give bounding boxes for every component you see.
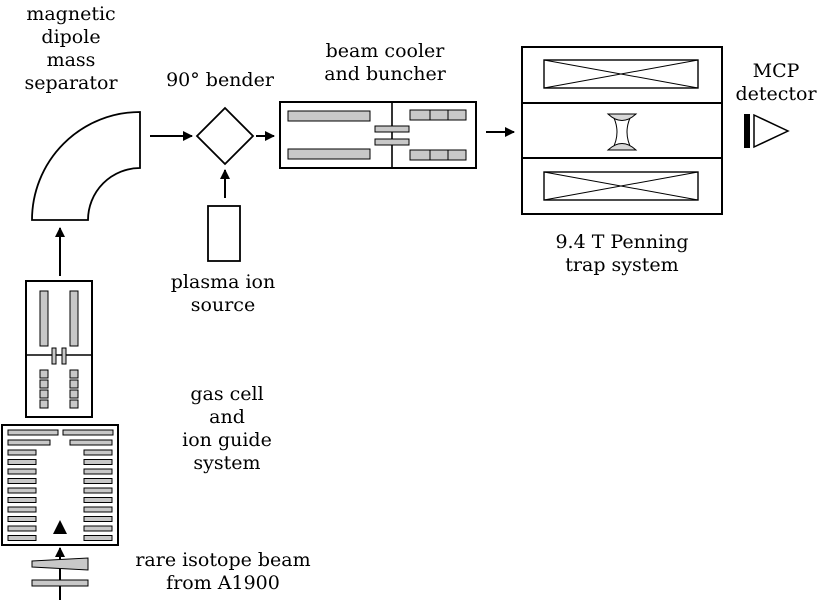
label-cooler-buncher: beam cooler and buncher [305, 40, 465, 86]
gas-cell-electrode [7, 516, 37, 522]
label-line: detector [735, 83, 817, 105]
bender-90 [195, 106, 255, 166]
label-line: 9.4 T Penning [555, 231, 689, 253]
gas-cell-electrode [7, 535, 37, 541]
label-line: beam cooler [325, 40, 445, 62]
label-line: ion guide [182, 429, 272, 451]
label-line: trap system [565, 254, 679, 276]
ion-guide-rfq [25, 280, 93, 418]
gas-cell-electrode [83, 516, 113, 522]
gas-cell-electrode [83, 468, 113, 475]
incoming-beam [31, 547, 89, 600]
gas-cell [1, 424, 119, 546]
gas-cell-electrode [7, 459, 37, 465]
label-mass-separator: magnetic dipole mass separator [5, 3, 137, 95]
label-plasma-source: plasma ion source [150, 271, 296, 317]
label-gas-cell: gas cell and ion guide system [152, 383, 302, 475]
penning-trap [521, 46, 723, 215]
label-line: dipole [41, 26, 101, 48]
label-line: magnetic [26, 3, 116, 25]
gas-cell-electrode [83, 487, 113, 494]
gas-cell-electrode [7, 468, 37, 475]
trap-electrodes [606, 113, 638, 151]
label-mcp-detector: MCP detector [722, 60, 830, 106]
label-rare-isotope-beam: rare isotope beam from A1900 [118, 549, 328, 595]
gas-cell-electrode [7, 497, 37, 503]
gas-cell-electrodes-left [7, 449, 37, 541]
label-line: rare isotope beam [135, 549, 311, 571]
gas-cell-electrode [83, 459, 113, 465]
label-line: and [209, 406, 245, 428]
label-line: separator [24, 72, 118, 94]
label-penning-trap: 9.4 T Penning trap system [532, 231, 712, 277]
gas-cell-electrode [7, 478, 37, 484]
gas-cell-electrodes-right [83, 449, 113, 541]
gas-cell-electrode [83, 449, 113, 456]
label-line: source [190, 294, 256, 316]
label-line: from A1900 [166, 572, 280, 594]
label-bender: 90° bender [155, 69, 285, 92]
gas-cell-electrode [83, 506, 113, 513]
gas-cell-electrode [7, 449, 37, 456]
gas-cell-electrode [83, 478, 113, 484]
gas-cell-electrode [83, 497, 113, 503]
label-line: MCP [752, 60, 800, 82]
label-line: and buncher [324, 63, 446, 85]
gas-cell-electrode [7, 487, 37, 494]
gas-cell-electrode [7, 506, 37, 513]
mcp-detector [744, 113, 790, 149]
label-line: 90° bender [166, 69, 274, 91]
label-line: mass [46, 49, 96, 71]
label-line: gas cell [190, 383, 264, 405]
label-line: system [193, 452, 261, 474]
gas-cell-electrode [83, 525, 113, 532]
cooler-buncher [279, 101, 477, 169]
plasma-ion-source [207, 205, 241, 262]
label-line: plasma ion [170, 271, 276, 293]
dipole-magnet [31, 111, 141, 221]
gas-cell-electrode [83, 535, 113, 541]
gas-cell-electrode [7, 525, 37, 532]
